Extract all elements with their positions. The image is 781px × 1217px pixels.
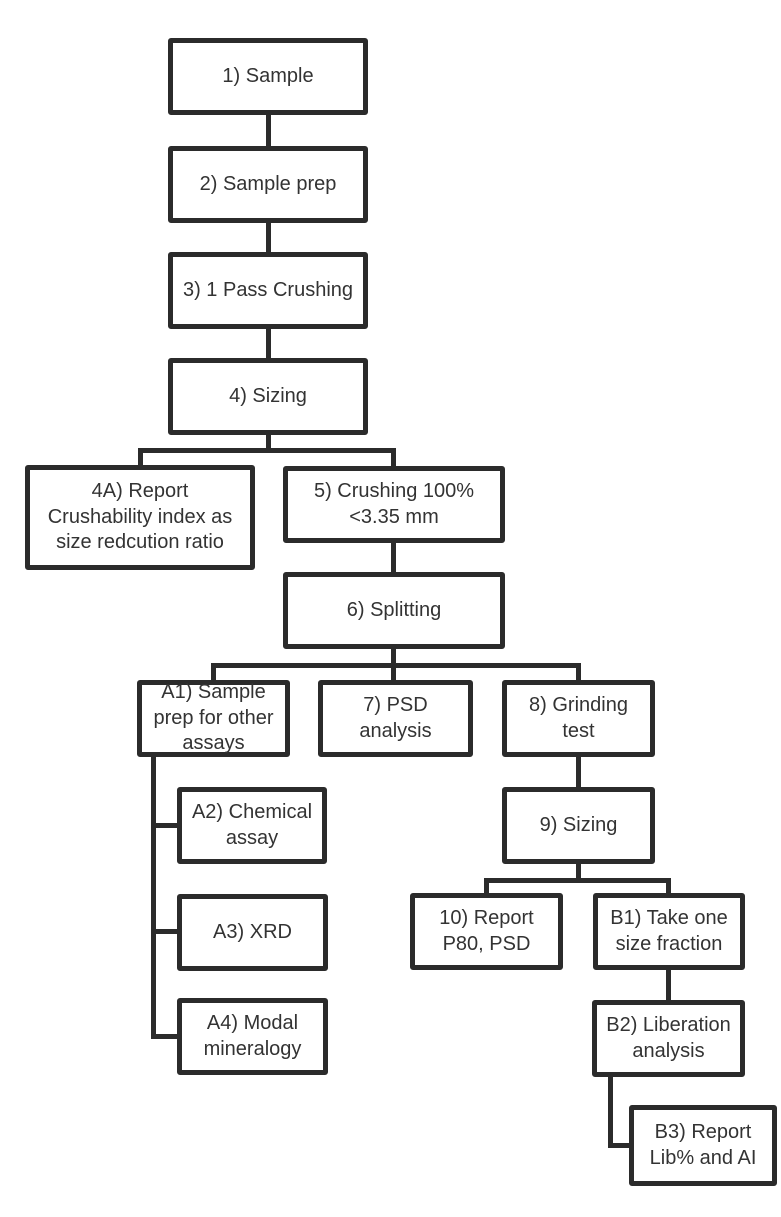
branch-line-under-9 xyxy=(484,878,671,883)
connector-to-5 xyxy=(391,452,396,467)
flow-node-8-grinding-test: 8) Grinding test xyxy=(502,680,655,757)
flow-node-2-sample-prep: 2) Sample prep xyxy=(168,146,368,223)
connector-to-a1 xyxy=(211,667,216,681)
connector-8-to-9 xyxy=(576,756,581,788)
connector-5-to-6 xyxy=(391,542,396,573)
flow-node-6-splitting: 6) Splitting xyxy=(283,572,505,649)
flow-node-b1-take-one-size-fraction: B1) Take one size fraction xyxy=(593,893,745,970)
a-branch-vertical-line xyxy=(151,754,156,1039)
branch-line-under-6 xyxy=(211,663,581,668)
connector-1-to-2 xyxy=(266,114,271,147)
connector-to-8 xyxy=(576,667,581,681)
connector-b1-to-b2 xyxy=(666,969,671,1001)
connector-2-to-3 xyxy=(266,222,271,253)
flow-node-a2-chemical-assay: A2) Chemical assay xyxy=(177,787,327,864)
connector-9-stub xyxy=(576,863,581,879)
flow-node-a3-xrd: A3) XRD xyxy=(177,894,328,971)
branch-line-under-4 xyxy=(138,448,396,453)
flow-node-5-crushing-100pct: 5) Crushing 100% <3.35 mm xyxy=(283,466,505,543)
flow-node-3-one-pass-crushing: 3) 1 Pass Crushing xyxy=(168,252,368,329)
flow-node-4a-report-crushability: 4A) Report Crushability index as size re… xyxy=(25,465,255,570)
flow-node-a1-sample-prep-other: A1) Sample prep for other assays xyxy=(137,680,290,757)
flow-node-b2-liberation-analysis: B2) Liberation analysis xyxy=(592,1000,745,1077)
connector-to-b1 xyxy=(666,882,671,894)
stub-to-a4 xyxy=(151,1034,182,1039)
flow-node-4-sizing: 4) Sizing xyxy=(168,358,368,435)
connector-to-4a xyxy=(138,452,143,466)
connector-b2-elbow-vertical xyxy=(608,1076,613,1148)
stub-to-a2 xyxy=(151,823,182,828)
connector-b2-elbow-horizontal xyxy=(608,1143,634,1148)
connector-4-stub xyxy=(266,434,271,450)
flow-node-9-sizing: 9) Sizing xyxy=(502,787,655,864)
flow-node-7-psd-analysis: 7) PSD analysis xyxy=(318,680,473,757)
connector-to-10 xyxy=(484,882,489,894)
stub-to-a3 xyxy=(151,929,182,934)
flow-node-1-sample: 1) Sample xyxy=(168,38,368,115)
flow-node-10-report-p80-psd: 10) Report P80, PSD xyxy=(410,893,563,970)
flow-node-a4-modal-mineralogy: A4) Modal mineralogy xyxy=(177,998,328,1075)
flow-node-b3-report-lib-ai: B3) Report Lib% and AI xyxy=(629,1105,777,1186)
connector-3-to-4 xyxy=(266,328,271,359)
